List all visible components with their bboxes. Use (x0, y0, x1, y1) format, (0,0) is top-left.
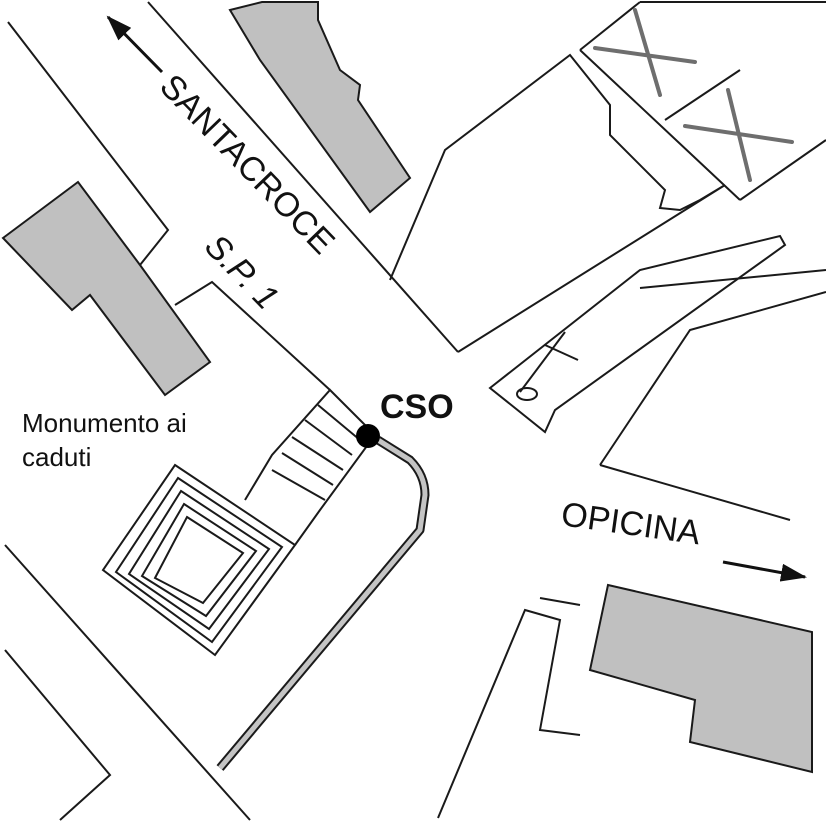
north-block-outline (389, 53, 726, 353)
buildings (1, 0, 813, 774)
station-marker-icon (356, 424, 380, 448)
opicina-label: OPICINA (559, 495, 703, 552)
monument-square-3 (127, 489, 271, 631)
monument-square-4 (140, 502, 258, 618)
monument-square-1 (101, 463, 297, 657)
opicina-road-north-edge (639, 269, 826, 289)
crossed-markers (593, 8, 794, 182)
santacroce-road-east-edge (147, 1, 459, 353)
road-network (4, 1, 826, 821)
monument-square-2 (114, 476, 284, 644)
building-north (228, 0, 412, 214)
santacroce-road-west-edge-2 (174, 280, 331, 391)
monument-square-5 (153, 515, 245, 605)
station-label: CSO (380, 388, 454, 426)
island-sign (516, 331, 579, 401)
monument-ai-caduti (101, 388, 377, 657)
parking-area-outline (579, 1, 826, 201)
monument-steps-lines (271, 404, 361, 501)
arrow-north-west-icon (106, 15, 164, 74)
monument-label-line1: Monumento ai (22, 408, 187, 438)
east-block-outline (599, 291, 826, 521)
building-east (588, 583, 813, 774)
monument-steps-outline (244, 388, 377, 546)
south-east-road-outline (437, 597, 581, 819)
arrow-east-icon (722, 560, 807, 582)
monument-label-line2: caduti (22, 442, 91, 472)
footpath (216, 436, 430, 771)
santacroce-road-west-edge (7, 21, 170, 266)
south-west-road-edge-2 (4, 649, 112, 821)
building-west (1, 180, 212, 397)
island-outline (488, 234, 787, 434)
south-west-road-edge (4, 544, 251, 821)
road-code-label: S.P. 1 (197, 227, 286, 317)
